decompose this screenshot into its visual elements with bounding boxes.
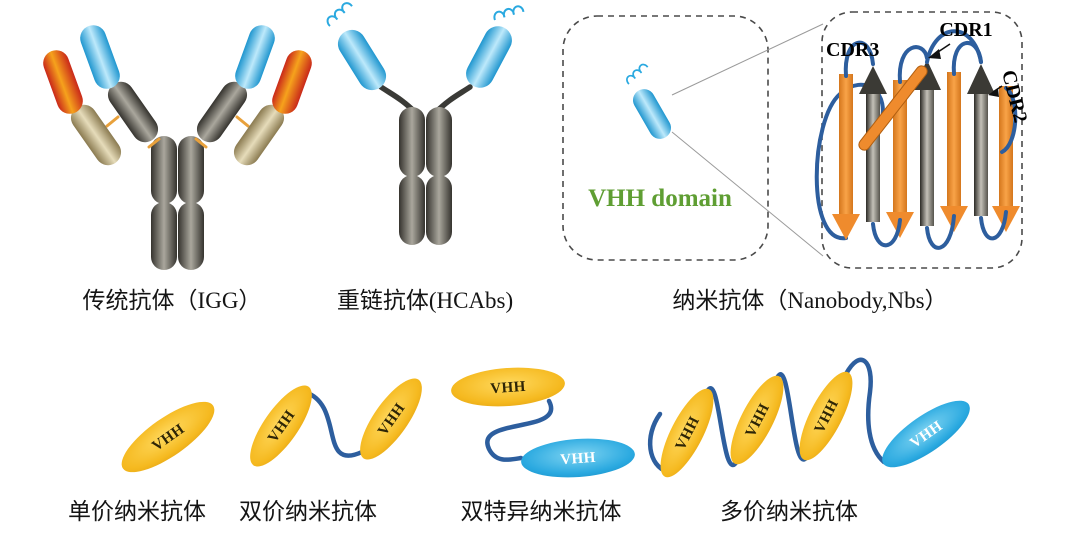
hinge-bond xyxy=(194,137,208,149)
cdr1-label: CDR1 xyxy=(939,19,992,41)
hcab-vhh-domain xyxy=(466,26,512,88)
cdr-loop xyxy=(871,218,902,248)
vhh-ellipse-yellow xyxy=(660,388,714,478)
hinge-bond xyxy=(147,137,161,149)
vhh-ellipse-yellow xyxy=(799,371,853,461)
vhh-tag: VHH xyxy=(560,450,597,468)
igg-antibody-figure xyxy=(43,25,312,270)
cdr-loop-squiggle xyxy=(493,5,525,21)
vhh-ellipse-yellow xyxy=(360,378,422,460)
vhh-structure-box: CDR3 CDR1 CDR2 xyxy=(814,11,1031,269)
bivalent-nanobody-figure: VHH VHH 双价纳米抗体 xyxy=(239,378,422,524)
multivalent-label: 多价纳米抗体 xyxy=(720,499,858,524)
linker-curve xyxy=(704,386,740,467)
igg-label: 传统抗体（IGG） xyxy=(83,288,262,313)
cdr-loop xyxy=(843,40,875,78)
dashed-border xyxy=(562,15,769,261)
hcab-fc-domain xyxy=(399,107,425,177)
linker-curve xyxy=(485,398,554,462)
helix-rod xyxy=(858,65,928,151)
cdr3-label: CDR3 xyxy=(826,39,879,61)
igg-cl-domain xyxy=(233,104,285,166)
vhh-ellipse-yellow xyxy=(121,401,215,473)
vhh-domain-label: VHH domain xyxy=(588,185,732,212)
vhh-ellipse-yellow xyxy=(451,367,565,407)
hcab-label: 重链抗体(HCAbs) xyxy=(337,288,513,313)
hcab-fc-domain xyxy=(426,175,452,245)
igg-vh-domain xyxy=(235,25,275,89)
zoom-line xyxy=(671,131,824,257)
vhh-ellipse-blue xyxy=(521,438,635,478)
hcab-fc-domain xyxy=(426,107,452,177)
igg-fc-domain xyxy=(151,202,177,270)
igg-vl-domain xyxy=(43,50,83,114)
cdr-loop xyxy=(897,45,929,84)
beta-strand-gray xyxy=(859,60,995,226)
vhh-ellipse-yellow xyxy=(250,385,312,467)
cdr2-pointer-head xyxy=(988,88,999,97)
disulfide-bond xyxy=(235,115,250,128)
cdr-loop-squiggle xyxy=(326,2,353,27)
monovalent-label: 单价纳米抗体 xyxy=(68,499,206,524)
igg-fc-domain xyxy=(151,136,177,204)
cdr-loop-squiggle xyxy=(626,63,649,85)
disulfide-bond xyxy=(105,115,120,128)
vhh-ellipse-yellow xyxy=(730,375,784,465)
linker-curve xyxy=(843,357,887,465)
cdr-loop xyxy=(925,214,956,250)
hcab-fc-domain xyxy=(399,175,425,245)
linker-curve xyxy=(302,389,365,458)
vhh-capsule xyxy=(633,89,671,139)
cdr1-loop xyxy=(925,29,983,64)
igg-vh-domain xyxy=(80,25,120,89)
igg-cl-domain xyxy=(70,104,122,166)
vhh-domain-box: VHH domain xyxy=(562,15,769,261)
igg-ch1-domain xyxy=(196,81,248,143)
multivalent-nanobody-figure: VHH VHH VHH VHH 多价纳米抗体 xyxy=(647,357,970,524)
igg-vl-domain xyxy=(272,50,312,114)
beta-strand-orange xyxy=(832,72,1020,240)
nanobody-label: 纳米抗体（Nanobody,Nbs） xyxy=(672,288,947,313)
vhh-tag: VHH xyxy=(490,379,527,397)
monovalent-nanobody-figure: VHH 单价纳米抗体 xyxy=(68,401,215,524)
vhh-ellipse-blue xyxy=(882,400,970,468)
cdr2-loop xyxy=(1000,86,1018,154)
zoom-line xyxy=(671,23,824,96)
hcab-vhh-domain xyxy=(337,29,387,91)
cdr-loop xyxy=(979,210,1008,241)
igg-fc-domain xyxy=(178,202,204,270)
cdr1-pointer-head xyxy=(928,49,941,59)
bispecific-nanobody-figure: VHH VHH 双特异纳米抗体 xyxy=(451,367,635,524)
bivalent-label: 双价纳米抗体 xyxy=(239,499,377,524)
igg-ch1-domain xyxy=(107,81,159,143)
bispecific-label: 双特异纳米抗体 xyxy=(461,499,622,524)
hcab-antibody-figure xyxy=(326,2,525,245)
linker-curve xyxy=(774,372,809,462)
igg-fc-domain xyxy=(178,136,204,204)
